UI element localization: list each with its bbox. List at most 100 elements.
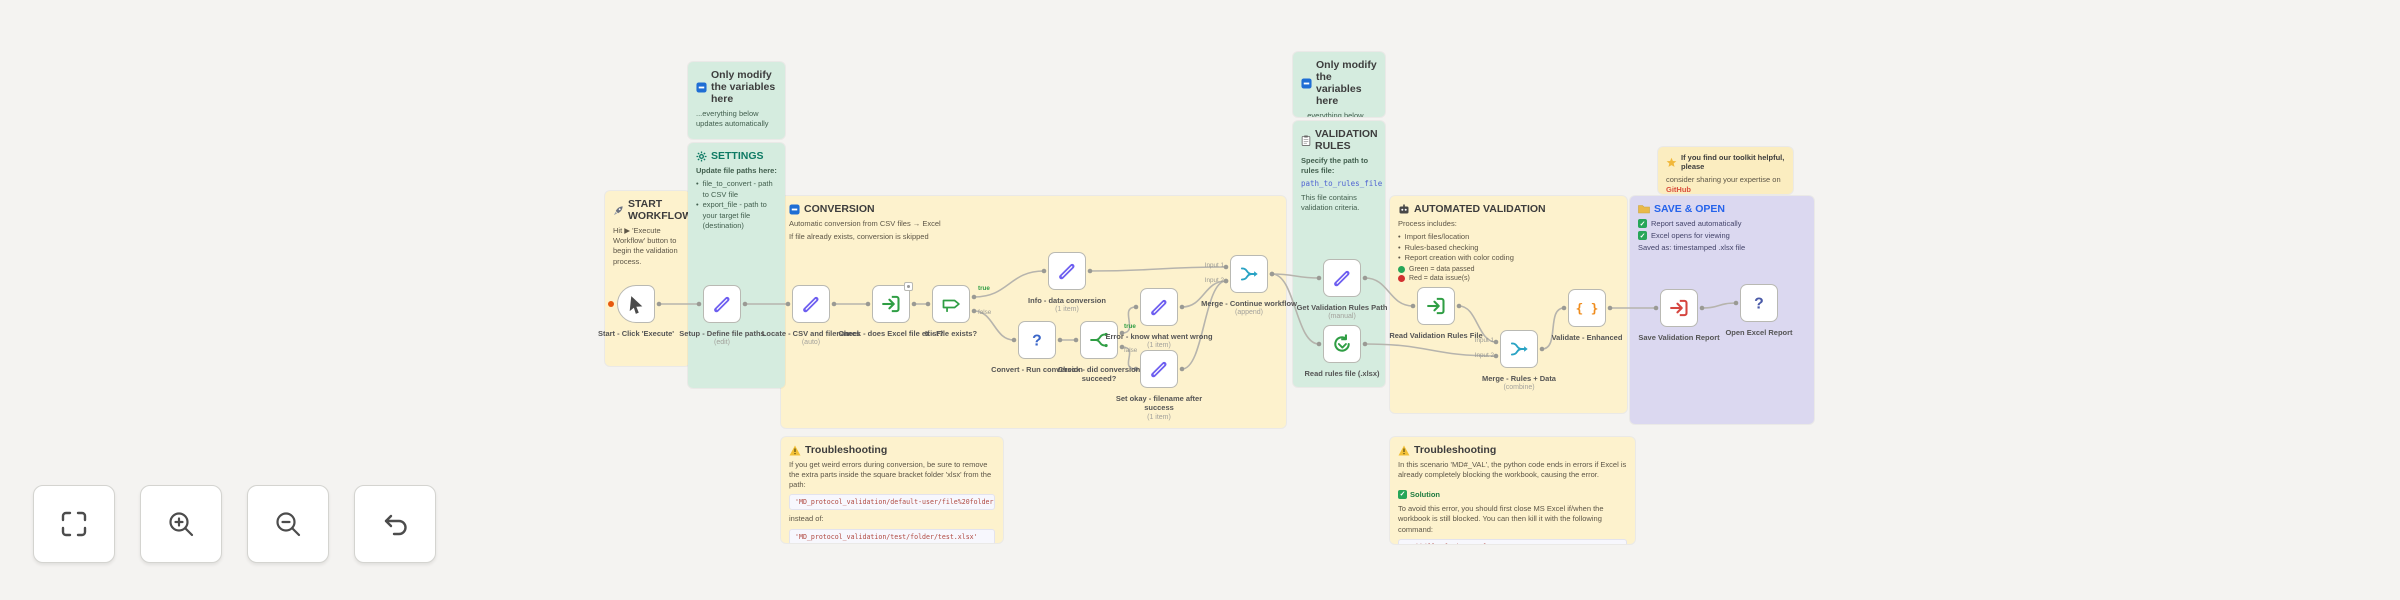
sticky-title: Troubleshooting bbox=[1414, 444, 1497, 456]
zoom-to-fit-icon bbox=[61, 511, 87, 537]
sticky-text: Process includes: bbox=[1398, 219, 1457, 229]
sticky-header: SETTINGS bbox=[696, 150, 777, 162]
save-file-icon bbox=[1670, 299, 1688, 317]
node-rulesfile[interactable] bbox=[1323, 325, 1361, 363]
node-open[interactable]: ? bbox=[1740, 284, 1778, 322]
legend-item: Green = data passed bbox=[1398, 265, 1619, 273]
legend-dot bbox=[1398, 274, 1405, 282]
check-icon: ✓ bbox=[1638, 231, 1647, 241]
sticky-text: ...everything below updates automaticall… bbox=[696, 109, 769, 129]
sticky-header: Troubleshooting bbox=[789, 444, 995, 456]
node-label: Locate - CSV and filenames(auto) bbox=[761, 329, 861, 347]
code-snippet[interactable]: 'MD_protocol_validation/test/folder/test… bbox=[789, 528, 995, 543]
execution-status-dot bbox=[608, 301, 614, 307]
sticky-text: Saved as: timestamped .xlsx file bbox=[1638, 243, 1746, 253]
sticky-title: Only modify the variables here bbox=[1316, 59, 1377, 108]
extract-file-icon bbox=[1427, 297, 1445, 315]
blue-square-icon bbox=[696, 82, 707, 93]
merge-icon bbox=[1510, 342, 1528, 356]
edge-label: false bbox=[978, 309, 992, 316]
node-error[interactable] bbox=[1140, 288, 1178, 326]
sticky-text: path_to_rules_file bbox=[1301, 179, 1383, 189]
node-setup[interactable] bbox=[703, 285, 741, 323]
node-label: Open Excel Report bbox=[1725, 328, 1793, 337]
node-merge2[interactable] bbox=[1500, 330, 1538, 368]
node-label: Save Validation Report bbox=[1638, 333, 1720, 342]
sticky-text: Specify the path to rules file: bbox=[1301, 156, 1369, 176]
node-autoextract[interactable] bbox=[1417, 287, 1455, 325]
bullet-item: •Report creation with color coding bbox=[1398, 253, 1514, 263]
svg-text:?: ? bbox=[1032, 333, 1042, 350]
zoom-out-button[interactable] bbox=[247, 485, 329, 563]
node-rulespath[interactable] bbox=[1323, 259, 1361, 297]
sticky-only-modify-2[interactable]: Only modify the variables here ...everyth… bbox=[1293, 52, 1385, 117]
check-item: ✓Report saved automatically bbox=[1638, 219, 1742, 229]
zoom-out-icon bbox=[276, 512, 301, 537]
node-label: Setup - Define file paths(edit) bbox=[679, 329, 765, 347]
edge-label: Input 1 bbox=[1204, 262, 1224, 269]
edge-label: true bbox=[978, 285, 990, 292]
warning-icon bbox=[789, 445, 801, 456]
sticky-header: AUTOMATED VALIDATION bbox=[1398, 203, 1619, 215]
import-file-icon bbox=[1334, 334, 1350, 352]
sticky-text: To avoid this error, you should first cl… bbox=[1398, 504, 1604, 534]
sticky-text: ...everything below updates automaticall… bbox=[1301, 111, 1364, 117]
zoom-to-fit-button[interactable] bbox=[33, 485, 115, 563]
solution-badge: ✓Solution bbox=[1398, 489, 1440, 499]
bullet-item: •file_to_convert - path to CSV file bbox=[696, 179, 773, 199]
node-qconvert[interactable]: ? bbox=[1018, 321, 1056, 359]
canvas-controls bbox=[33, 485, 436, 563]
sticky-header: Only modify the variables here bbox=[1301, 59, 1377, 107]
edge-label: Input 2 bbox=[1204, 277, 1224, 284]
sticky-settings[interactable]: SETTINGS Update file paths here: •file_to_… bbox=[688, 143, 785, 388]
pencil-icon bbox=[714, 296, 730, 313]
node-tree[interactable] bbox=[1080, 321, 1118, 359]
node-label: Info - data conversion(1 item) bbox=[1028, 296, 1106, 314]
reset-zoom-button[interactable] bbox=[354, 485, 436, 563]
sticky-text: Update file paths here: bbox=[696, 166, 777, 176]
node-setok[interactable] bbox=[1140, 350, 1178, 388]
sticky-star-notice[interactable]: If you find our toolkit helpful, please c… bbox=[1658, 147, 1793, 194]
node-info[interactable] bbox=[1048, 252, 1086, 290]
pencil-icon bbox=[1151, 361, 1167, 378]
check-item: ✓Excel opens for viewing bbox=[1638, 231, 1730, 241]
pencil-icon bbox=[803, 296, 819, 313]
sticky-save-open[interactable]: SAVE & OPEN✓Report saved automatically✓E… bbox=[1630, 196, 1814, 424]
node-extract1[interactable] bbox=[872, 282, 913, 323]
node-trigger[interactable] bbox=[617, 285, 655, 323]
folder-icon bbox=[1638, 205, 1650, 214]
node-label: Check - does Excel file exist? bbox=[838, 329, 944, 338]
sticky-text: consider sharing your expertise on GitHu… bbox=[1666, 175, 1781, 194]
node-label: Check - did conversion succeed? bbox=[1057, 365, 1141, 384]
check-icon: ✓ bbox=[1638, 219, 1647, 229]
bullet-item: •export_file - path to your target file … bbox=[696, 200, 767, 231]
sticky-title: START WORKFLOW bbox=[628, 198, 690, 223]
sticky-header: If you find our toolkit helpful, please bbox=[1666, 153, 1785, 171]
code-snippet[interactable]: taskkill /f /im excel.exe bbox=[1398, 538, 1627, 544]
zoom-in-button[interactable] bbox=[140, 485, 222, 563]
clipboard-icon bbox=[1301, 135, 1311, 146]
sticky-troubleshooting-1[interactable]: Troubleshooting If you get weird errors d… bbox=[781, 437, 1003, 543]
edge-label: false bbox=[1124, 347, 1138, 354]
sticky-only-modify-1[interactable]: Only modify the variables here...everyth… bbox=[688, 62, 785, 139]
node-label: Merge - Continue workflow(append) bbox=[1201, 299, 1297, 317]
sticky-text: If you get weird errors during conversio… bbox=[789, 460, 992, 490]
node-label: Start - Click 'Execute' bbox=[597, 329, 675, 338]
node-label: Merge - Rules + Data(combine) bbox=[1482, 374, 1556, 392]
sticky-header: Troubleshooting bbox=[1398, 444, 1627, 456]
code-braces-icon: { } bbox=[1576, 301, 1599, 316]
node-code[interactable]: { } bbox=[1568, 289, 1606, 327]
svg-text:{ }: { } bbox=[1576, 301, 1599, 316]
node-locate[interactable] bbox=[792, 285, 830, 323]
warning-icon bbox=[1398, 445, 1410, 456]
star-icon bbox=[1666, 157, 1677, 168]
node-merge[interactable] bbox=[1230, 255, 1268, 293]
node-if[interactable] bbox=[932, 285, 970, 323]
code-snippet[interactable]: 'MD_protocol_validation/default-user/fil… bbox=[789, 494, 995, 511]
node-save[interactable] bbox=[1660, 289, 1698, 327]
question-icon: ? bbox=[1754, 296, 1764, 313]
legend-item: Red = data issue(s) bbox=[1398, 274, 1619, 282]
